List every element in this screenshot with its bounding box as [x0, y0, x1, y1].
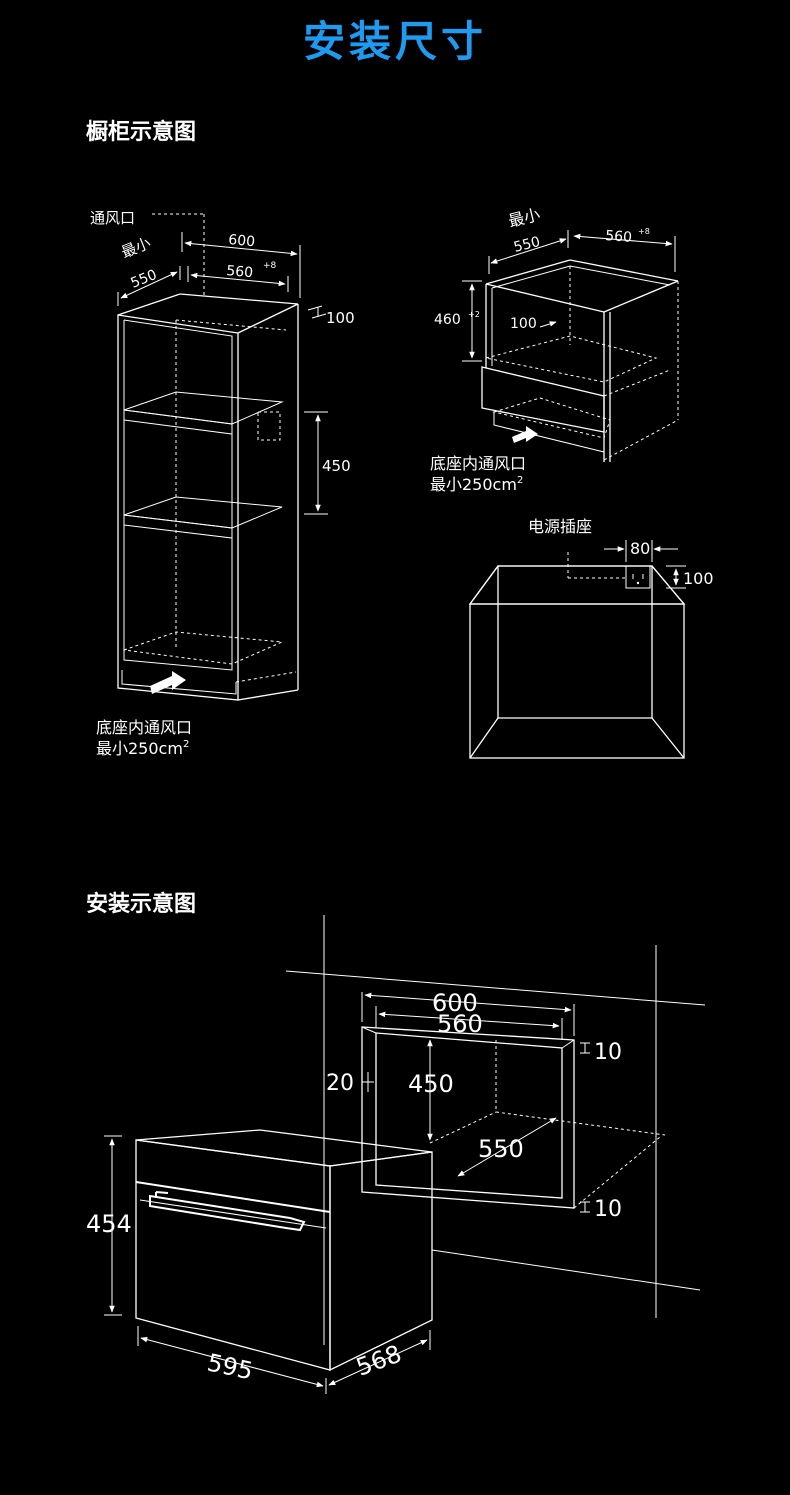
socket-label: 电源插座	[528, 517, 592, 536]
install-dim-550: 550	[478, 1135, 524, 1163]
install-dim-595: 595	[205, 1348, 256, 1385]
under-dim-height-tol: +2	[468, 310, 480, 319]
page-title: 安装尺寸	[302, 17, 487, 66]
under-dim-depth: 550	[512, 234, 542, 256]
socket-dim-width: 80	[630, 539, 650, 558]
install-dim-568: 568	[352, 1340, 405, 1382]
under-dim-gap: 100	[510, 316, 537, 332]
install-dim-20: 20	[326, 1071, 354, 1096]
tall-dim-depth: 550	[129, 267, 160, 292]
under-dim-height: 460	[434, 312, 461, 328]
install-dim-450: 450	[408, 1070, 454, 1098]
tall-dim-top: 100	[326, 309, 355, 327]
tall-cabinet-diagram: 通风口 最小 550 600 560 +8 100 450 底座内通风口 最小2…	[90, 209, 355, 758]
install-dim-454: 454	[86, 1210, 132, 1238]
under-dim-inner: 560	[605, 228, 633, 246]
socket-dim-top: 100	[683, 569, 714, 588]
tall-dim-width: 600	[228, 232, 256, 250]
under-dim-inner-tol: +8	[638, 227, 650, 236]
install-dim-600: 600	[432, 989, 478, 1017]
install-dim-10-top: 10	[594, 1040, 622, 1065]
install-dim-560: 560	[437, 1010, 483, 1038]
under-base-note-2: 最小250cm2	[430, 475, 523, 494]
tall-dim-height: 450	[322, 457, 351, 475]
tall-min-label: 最小	[119, 234, 154, 262]
install-diagram: 600 560 10 20 450 550 10 454 595 568	[86, 915, 706, 1394]
socket-icon	[625, 565, 651, 589]
under-cabinet-diagram: 最小 550 560 +8 460 +2 100 底座内通风口 最小250cm2	[430, 205, 679, 494]
under-base-note-1: 底座内通风口	[430, 454, 526, 473]
tall-dim-inner-tol: +8	[263, 261, 277, 271]
tall-vent-label: 通风口	[90, 209, 135, 227]
tall-base-note-1: 底座内通风口	[96, 718, 192, 737]
tall-dim-inner: 560	[226, 263, 254, 281]
under-min-label: 最小	[506, 205, 542, 231]
section-title-install: 安装示意图	[86, 892, 197, 917]
tall-base-note-2: 最小250cm2	[96, 739, 189, 758]
socket-diagram: 电源插座 80 100	[468, 517, 714, 759]
install-dim-10-bottom: 10	[594, 1197, 622, 1222]
section-title-cabinet: 橱柜示意图	[86, 120, 197, 145]
